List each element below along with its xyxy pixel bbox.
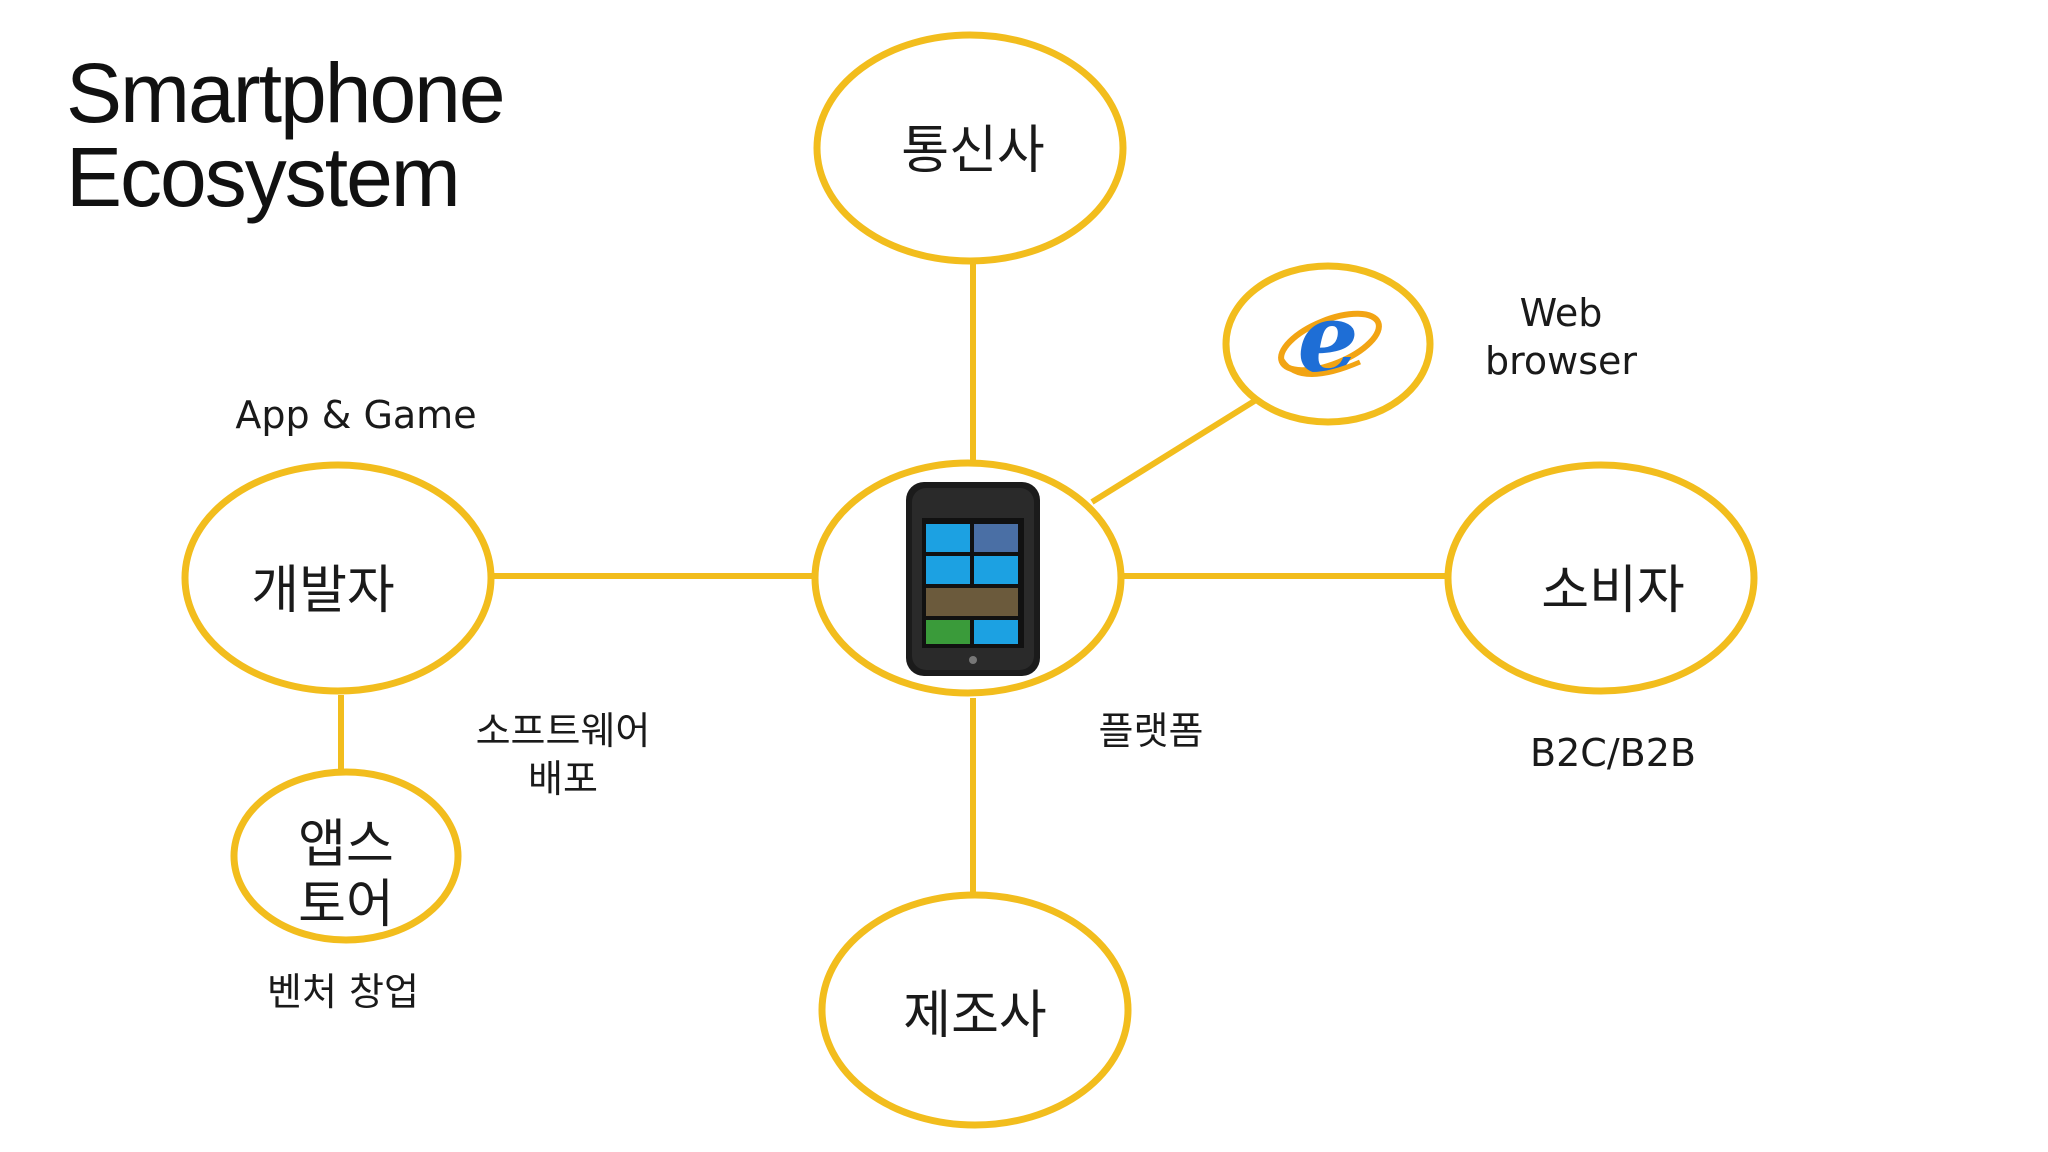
node-appstore-label-line-1: 앱스 xyxy=(298,815,394,875)
node-carrier[interactable]: 통신사 xyxy=(813,31,1127,265)
node-carrier-ellipse xyxy=(813,31,1127,265)
platform-caption: 플랫폼 xyxy=(1099,709,1204,753)
node-carrier-label: 통신사 xyxy=(901,121,1045,181)
browser-label-line-2: browser xyxy=(1485,339,1637,383)
node-manufacturer-ellipse xyxy=(818,891,1132,1129)
node-appstore-ellipse xyxy=(230,768,462,944)
node-browser-ellipse xyxy=(1222,262,1434,426)
node-manufacturer[interactable]: 제조사 xyxy=(818,891,1132,1129)
consumer-caption: B2C/B2B xyxy=(1530,731,1696,775)
internet-explorer-icon: e xyxy=(1278,282,1382,395)
appstore-caption: 벤처 창업 xyxy=(267,970,419,1014)
node-browser[interactable]: e xyxy=(1222,262,1434,426)
node-consumer-label: 소비자 xyxy=(1541,561,1685,621)
node-developer-ellipse xyxy=(181,461,495,695)
developer-caption: App & Game xyxy=(235,393,476,437)
node-consumer-ellipse xyxy=(1444,461,1758,695)
node-developer[interactable]: 개발자 xyxy=(181,461,495,695)
node-manufacturer-label: 제조사 xyxy=(903,986,1047,1046)
title-line-2: Ecosystem xyxy=(66,130,459,224)
node-consumer[interactable]: 소비자 xyxy=(1444,461,1758,695)
node-appstore[interactable]: 앱스 토어 xyxy=(230,768,462,944)
title-line-1: Smartphone xyxy=(66,46,504,140)
windows-phone-icon xyxy=(906,482,1040,676)
edges xyxy=(338,262,1448,894)
node-platform[interactable] xyxy=(811,459,1125,697)
svg-text:e: e xyxy=(1297,282,1358,395)
edge-platform-browser xyxy=(1090,397,1258,505)
software-distribution-label-line-2: 배포 xyxy=(528,757,598,801)
browser-label-line-1: Web xyxy=(1520,291,1603,335)
node-developer-label: 개발자 xyxy=(251,561,395,621)
node-appstore-label-line-2: 토어 xyxy=(298,875,394,935)
software-distribution-label-line-1: 소프트웨어 xyxy=(476,709,651,753)
